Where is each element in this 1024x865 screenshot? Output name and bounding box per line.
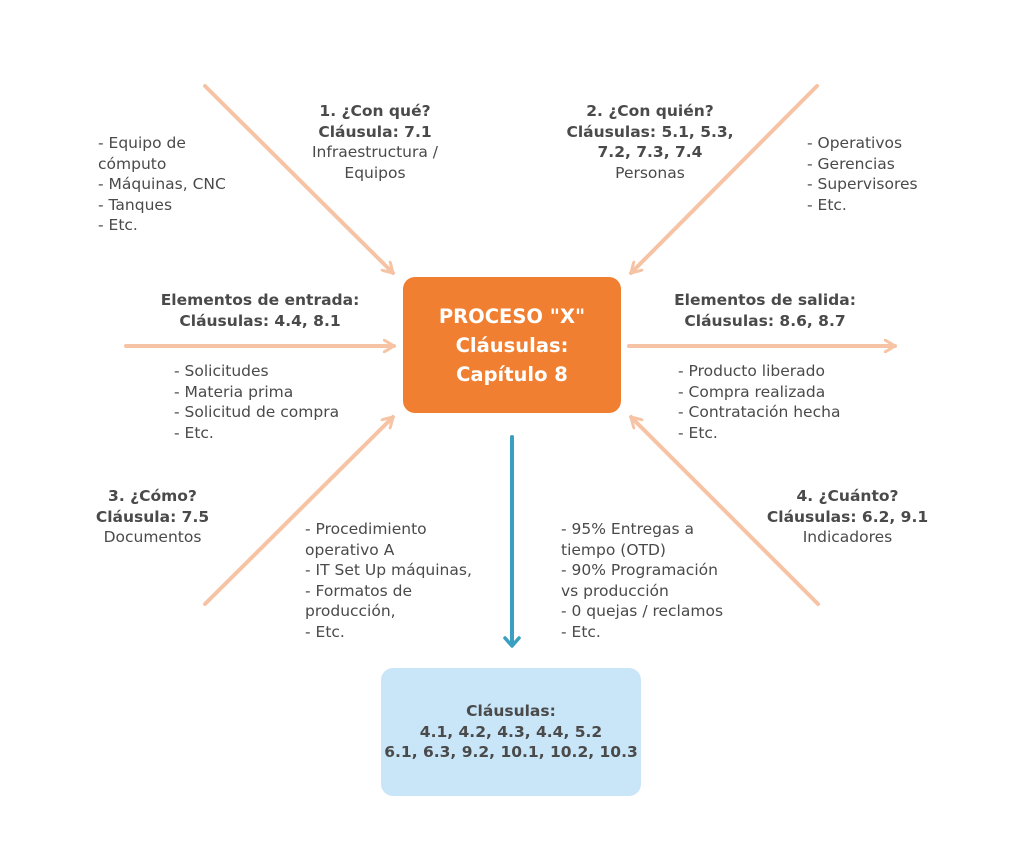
- con-que-desc-2: Equipos: [344, 163, 406, 182]
- list-item: - 90% Programación: [561, 561, 718, 580]
- entrada-clause: Cláusulas: 4.4, 8.1: [179, 311, 341, 330]
- salida-block: Elementos de salida: Cláusulas: 8.6, 8.7: [655, 290, 875, 331]
- list-item: vs producción: [561, 581, 669, 600]
- cuanto-items: - 95% Entregas a tiempo (OTD) - 90% Prog…: [561, 519, 761, 643]
- clauses-box-line-2: 6.1, 6.3, 9.2, 10.1, 10.2, 10.3: [384, 743, 638, 762]
- list-item: - 95% Entregas a: [561, 520, 694, 538]
- list-item: - Solicitudes: [174, 362, 269, 380]
- list-item: - Etc.: [561, 622, 601, 641]
- process-chapter: Capítulo 8: [456, 362, 568, 386]
- salida-title: Elementos de salida:: [674, 291, 856, 309]
- list-item: tiempo (OTD): [561, 540, 666, 559]
- clauses-box: Cláusulas: 4.1, 4.2, 4.3, 4.4, 5.2 6.1, …: [381, 668, 641, 796]
- como-block: 3. ¿Cómo? Cláusula: 7.5 Documentos: [75, 486, 230, 548]
- process-box: PROCESO "X" Cláusulas: Capítulo 8: [403, 277, 621, 413]
- con-quien-title: 2. ¿Con quién?: [586, 102, 714, 120]
- como-title: 3. ¿Cómo?: [108, 487, 197, 505]
- list-item: - Etc.: [174, 423, 214, 442]
- list-item: - Compra realizada: [678, 382, 826, 401]
- list-item: - Gerencias: [807, 154, 895, 173]
- como-clause: Cláusula: 7.5: [95, 507, 210, 526]
- arrow-bottom-right: [629, 415, 820, 606]
- list-item: - Contratación hecha: [678, 403, 841, 422]
- list-item: - Producto liberado: [678, 362, 825, 380]
- process-clauses-label: Cláusulas:: [455, 333, 569, 357]
- como-desc: Documentos: [103, 528, 202, 547]
- list-item: - Operativos: [807, 134, 903, 152]
- list-item: - Solicitud de compra: [174, 403, 340, 422]
- list-item: cómputo: [98, 154, 167, 173]
- list-item: - Etc.: [98, 216, 138, 235]
- list-item: - Etc.: [807, 195, 847, 214]
- list-item: - Supervisores: [807, 175, 918, 194]
- con-que-block: 1. ¿Con qué? Cláusula: 7.1 Infraestructu…: [290, 101, 460, 183]
- process-title: PROCESO "X": [438, 304, 586, 328]
- list-item: - Equipo de: [98, 134, 186, 152]
- cuanto-clause: Cláusulas: 6.2, 9.1: [766, 507, 929, 526]
- cuanto-block: 4. ¿Cuánto? Cláusulas: 6.2, 9.1 Indicado…: [760, 486, 935, 548]
- con-que-clause: Cláusula: 7.1: [318, 122, 432, 141]
- list-item: - Procedimiento: [305, 520, 427, 538]
- arrow-top-left: [203, 84, 395, 275]
- salida-clause: Cláusulas: 8.6, 8.7: [684, 311, 846, 330]
- arrow-bottom-left: [203, 415, 395, 606]
- con-quien-desc: Personas: [615, 163, 685, 182]
- con-quien-block: 2. ¿Con quién? Cláusulas: 5.1, 5.3, 7.2,…: [560, 101, 740, 183]
- arrow-top-right: [629, 84, 819, 275]
- entrada-items: - Solicitudes - Materia prima - Solicitu…: [174, 361, 374, 443]
- list-item: - Etc.: [305, 622, 345, 641]
- entrada-block: Elementos de entrada: Cláusulas: 4.4, 8.…: [150, 290, 370, 331]
- list-item: - Máquinas, CNC: [98, 175, 226, 194]
- con-que-desc-1: Infraestructura /: [311, 143, 439, 162]
- list-item: - Materia prima: [174, 382, 294, 401]
- list-item: - Tanques: [98, 195, 173, 214]
- list-item: - 0 quejas / reclamos: [561, 602, 724, 621]
- list-item: producción,: [305, 602, 396, 621]
- cuanto-title: 4. ¿Cuánto?: [796, 487, 899, 505]
- como-items: - Procedimiento operativo A - IT Set Up …: [305, 519, 505, 643]
- salida-items: - Producto liberado - Compra realizada -…: [678, 361, 878, 443]
- con-que-title: 1. ¿Con qué?: [319, 102, 431, 120]
- arrow-down-blue-head: [503, 636, 521, 648]
- con-que-items: - Equipo de cómputo - Máquinas, CNC - Ta…: [98, 133, 268, 236]
- list-item: - Etc.: [678, 423, 718, 442]
- entrada-title: Elementos de entrada:: [160, 291, 360, 309]
- list-item: - Formatos de: [305, 581, 413, 600]
- list-item: - IT Set Up máquinas,: [305, 561, 472, 580]
- clauses-box-line-1: 4.1, 4.2, 4.3, 4.4, 5.2: [419, 722, 603, 741]
- con-quien-clause-2: 7.2, 7.3, 7.4: [597, 143, 703, 162]
- cuanto-desc: Indicadores: [802, 528, 893, 547]
- con-quien-clause-1: Cláusulas: 5.1, 5.3,: [566, 122, 734, 141]
- con-quien-items: - Operativos - Gerencias - Supervisores …: [807, 133, 967, 215]
- list-item: operativo A: [305, 540, 395, 559]
- clauses-box-title: Cláusulas:: [466, 702, 556, 721]
